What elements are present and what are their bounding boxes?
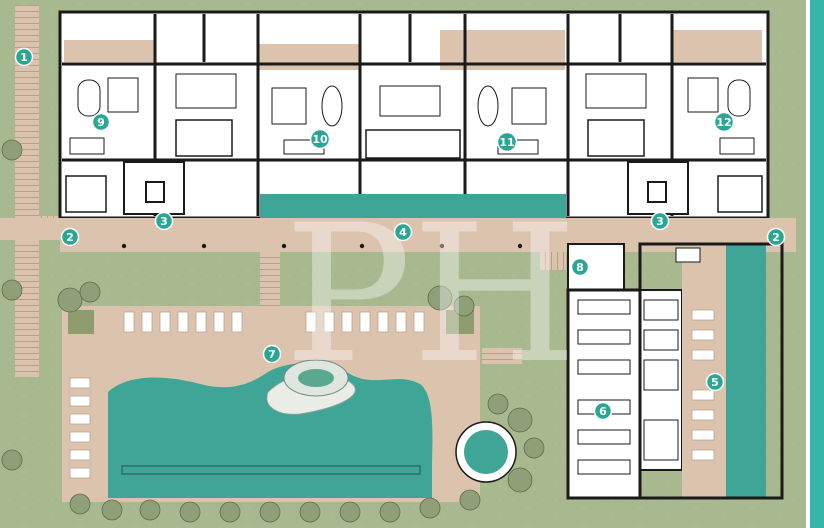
stepping-path-right <box>540 250 566 270</box>
svg-text:2: 2 <box>772 231 780 244</box>
stepping-path <box>15 5 39 377</box>
svg-text:1: 1 <box>20 51 28 64</box>
planter <box>68 310 94 334</box>
svg-text:7: 7 <box>268 348 276 361</box>
stepping-path-center <box>260 250 280 306</box>
marker-9[interactable]: 9 <box>91 112 111 132</box>
marker-2-left[interactable]: 2 <box>60 227 80 247</box>
pool-lane <box>121 465 421 475</box>
svg-text:6: 6 <box>599 405 607 418</box>
terrace <box>440 30 565 70</box>
marker-7[interactable]: 7 <box>262 344 282 364</box>
stair-core <box>627 161 689 215</box>
walkway-columns <box>121 243 523 249</box>
terrace <box>672 30 762 62</box>
stair-core <box>123 161 185 215</box>
svg-text:8: 8 <box>576 261 584 274</box>
svg-text:9: 9 <box>97 116 105 129</box>
svg-text:3: 3 <box>656 215 664 228</box>
marker-3-left[interactable]: 3 <box>154 211 174 231</box>
residential-building <box>58 10 770 220</box>
marker-12[interactable]: 12 <box>713 111 735 133</box>
svg-text:4: 4 <box>399 226 407 239</box>
marker-6[interactable]: 6 <box>593 401 613 421</box>
terrace <box>64 40 155 62</box>
terrace <box>258 44 360 70</box>
marker-1[interactable]: 1 <box>14 47 34 67</box>
svg-text:5: 5 <box>711 376 719 389</box>
plan-markers: 1 2 2 3 3 4 5 6 7 8 9 10 11 12 <box>14 47 786 421</box>
trees <box>1 139 545 523</box>
walkway-left <box>0 218 62 240</box>
sun-loungers <box>69 311 425 479</box>
svg-text:2: 2 <box>66 231 74 244</box>
svg-text:11: 11 <box>499 136 514 149</box>
walkway <box>60 218 796 252</box>
amenity-building <box>566 242 784 500</box>
marker-2-right[interactable]: 2 <box>766 227 786 247</box>
svg-text:12: 12 <box>716 116 731 129</box>
marker-4[interactable]: 4 <box>393 222 413 242</box>
marker-10[interactable]: 10 <box>309 128 331 150</box>
svg-text:10: 10 <box>312 133 328 146</box>
accent-bar <box>810 0 824 528</box>
reflecting-pool <box>260 194 566 218</box>
marker-5[interactable]: 5 <box>705 372 725 392</box>
lap-pool-loungers <box>691 309 715 461</box>
lap-pool <box>726 244 766 498</box>
marker-8[interactable]: 8 <box>570 257 590 277</box>
marker-11[interactable]: 11 <box>496 131 518 153</box>
stepping-path-lower <box>482 348 522 364</box>
marker-3-right[interactable]: 3 <box>650 211 670 231</box>
accent-bar-gap <box>806 0 810 528</box>
watermark: PH <box>284 184 578 405</box>
svg-text:3: 3 <box>160 215 168 228</box>
